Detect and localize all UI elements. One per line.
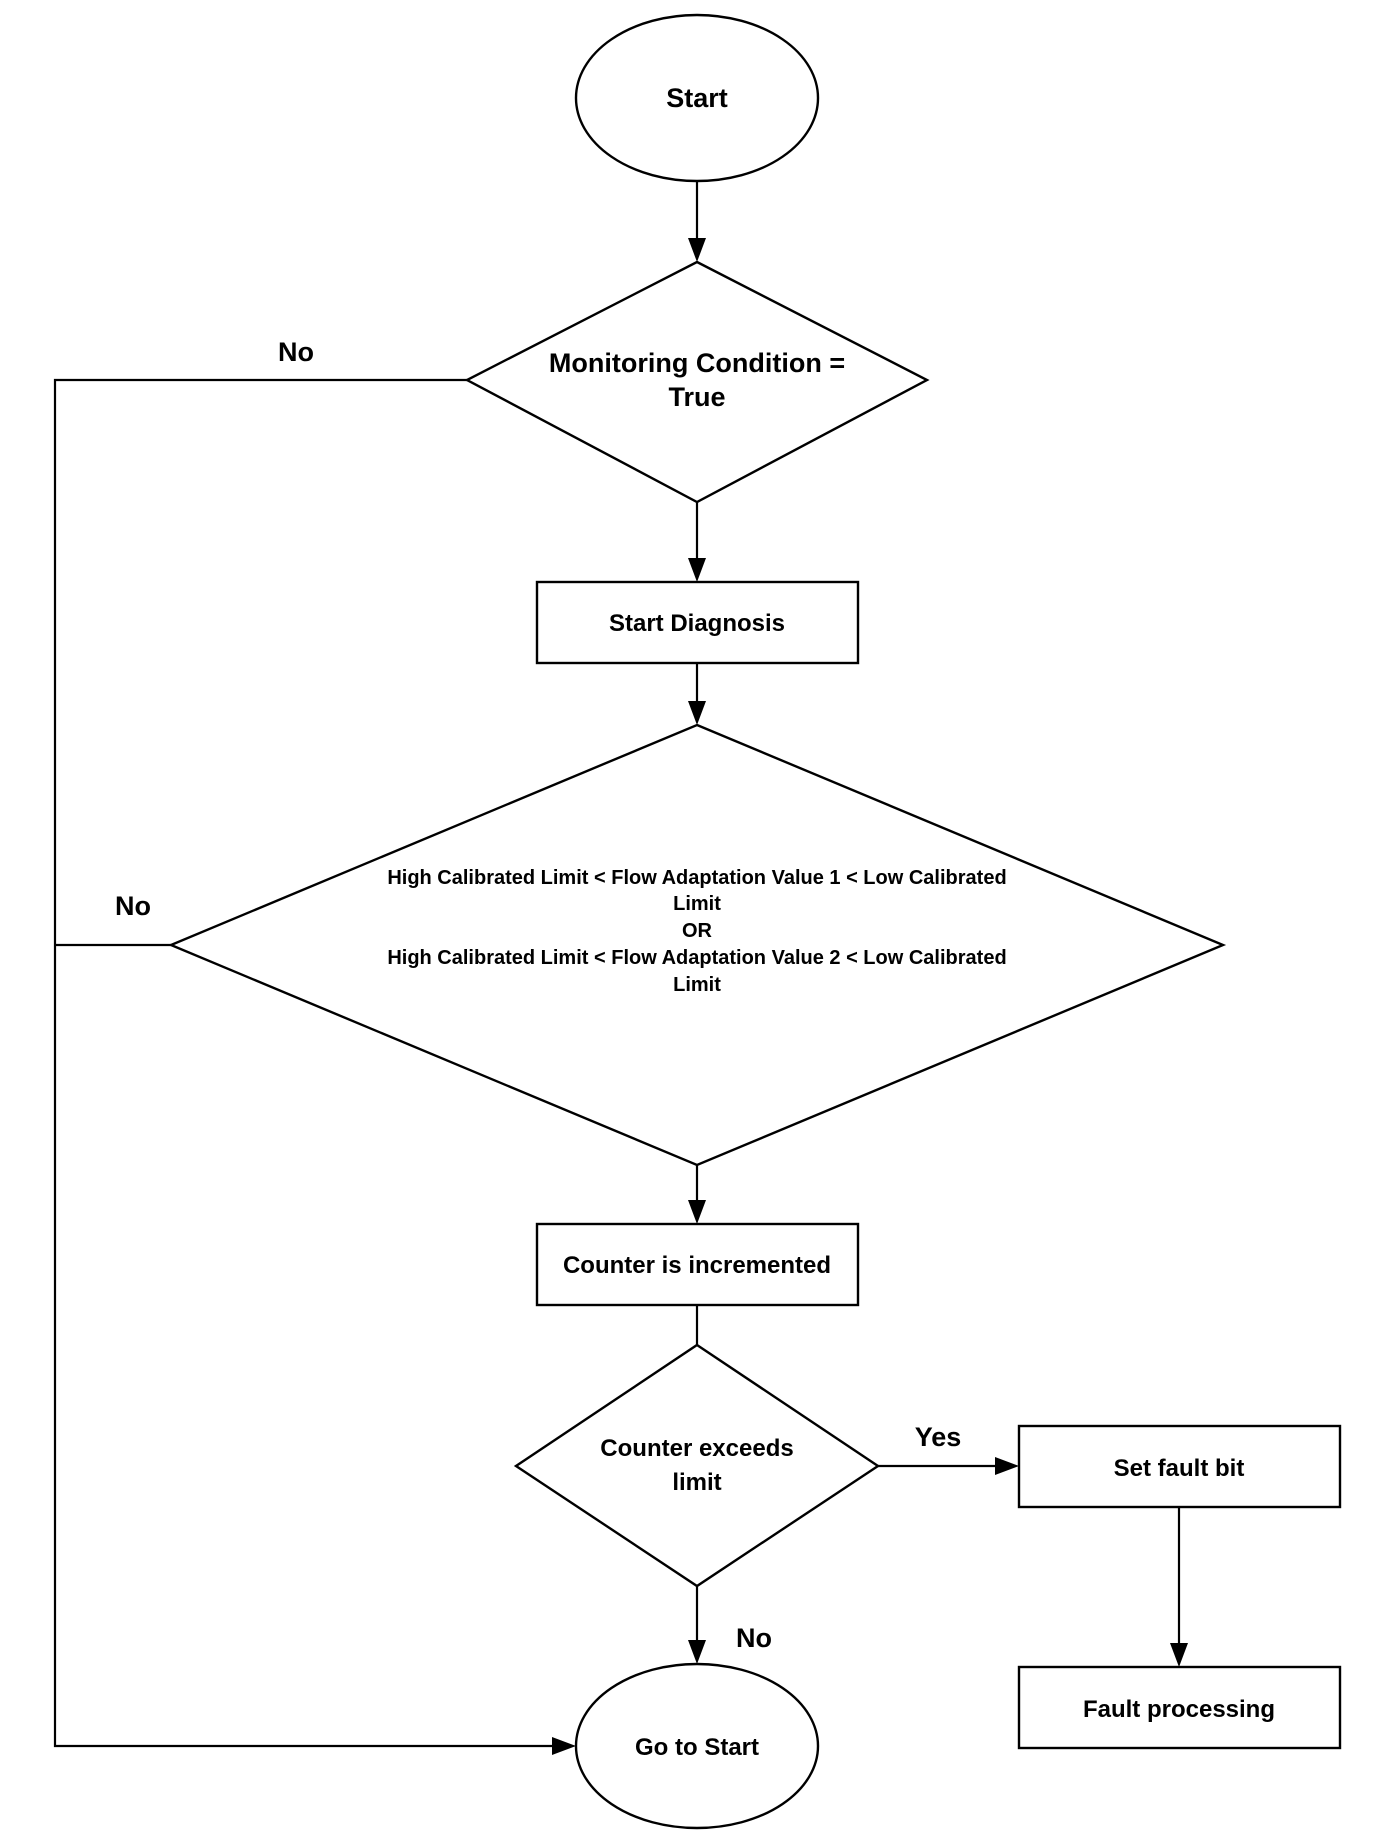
edge-label-yes-counter: Yes <box>915 1422 962 1452</box>
connector-no-loop-to-go-to-start <box>53 378 576 1755</box>
go-to-start-label: Go to Start <box>635 1734 759 1761</box>
flow-check-line2: Limit <box>673 893 721 915</box>
connector-exceeds-to-go-to-start <box>688 1586 706 1664</box>
connector-set-fault-to-processing <box>1170 1507 1188 1667</box>
edge-label-no-monitoring: No <box>278 337 314 367</box>
flow-check-line5: Limit <box>673 974 721 996</box>
fault-processing-label: Fault processing <box>1083 1696 1275 1723</box>
connector-diagnosis-to-flow-check <box>688 663 706 725</box>
connector-start-to-monitoring <box>688 181 706 262</box>
flow-check-line4: High Calibrated Limit < Flow Adaptation … <box>387 947 1006 969</box>
connector-exceeds-to-set-fault-bit <box>878 1457 1019 1475</box>
set-fault-bit-box: Set fault bit <box>1017 1424 1342 1509</box>
counter-incremented-label: Counter is incremented <box>563 1252 831 1279</box>
go-to-start-node: Go to Start <box>574 1662 820 1830</box>
start-node: Start <box>574 13 820 183</box>
start-label: Start <box>666 83 728 113</box>
flow-adaptation-decision: High Calibrated Limit < Flow Adaptation … <box>167 723 1227 1167</box>
edge-label-no-flow: No <box>115 891 151 921</box>
monitoring-condition-label-line1: Monitoring Condition = <box>549 348 845 378</box>
start-diagnosis-label: Start Diagnosis <box>609 610 785 637</box>
fault-processing-box: Fault processing <box>1017 1665 1342 1750</box>
connector-monitoring-to-diagnosis <box>688 502 706 582</box>
flow-check-line1: High Calibrated Limit < Flow Adaptation … <box>387 867 1006 889</box>
connector-flow-check-to-counter <box>688 1165 706 1224</box>
flow-check-line3: OR <box>682 920 713 942</box>
counter-incremented-box: Counter is incremented <box>535 1222 860 1307</box>
counter-exceeds-decision: Counter exceeds limit <box>513 1343 881 1588</box>
monitoring-condition-label-line2: True <box>668 382 725 412</box>
counter-exceeds-line1: Counter exceeds <box>600 1435 793 1462</box>
monitoring-condition-decision: Monitoring Condition = True <box>464 260 930 504</box>
edge-label-no-counter: No <box>736 1623 772 1653</box>
counter-exceeds-line2: limit <box>672 1469 721 1496</box>
start-diagnosis-box: Start Diagnosis <box>535 580 860 665</box>
set-fault-bit-label: Set fault bit <box>1114 1455 1245 1482</box>
